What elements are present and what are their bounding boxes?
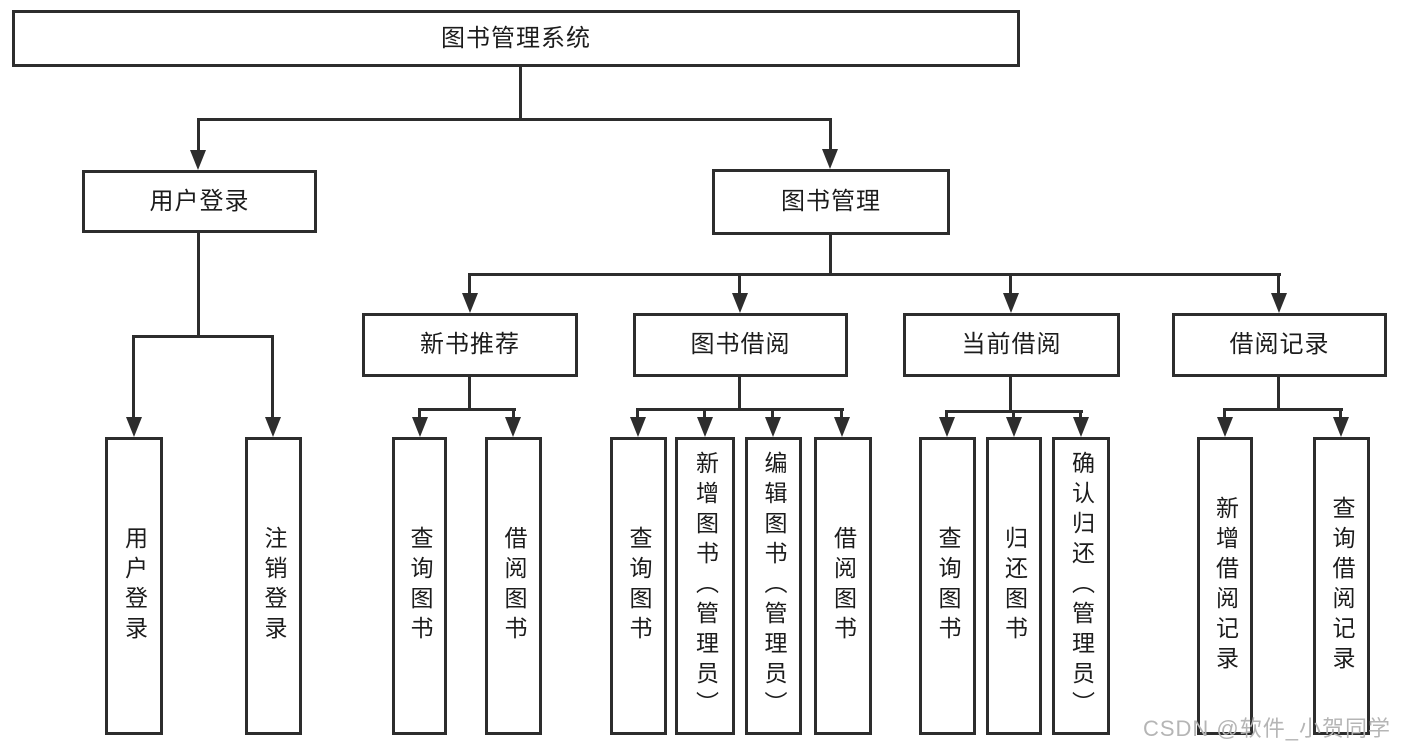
node-user-login: 用户登录 (105, 437, 163, 735)
connector-drop-bb-edit (771, 408, 774, 421)
connector-drop-bb-borrow (840, 408, 843, 421)
node-bb-edit-books-label: 编辑图书（管理员） (761, 451, 787, 721)
connector-records-trunk (1277, 377, 1280, 411)
node-nb-borrow-books-label: 借阅图书 (501, 526, 527, 646)
connector-drop-cb-confirm (1079, 410, 1082, 421)
connector-book-borrowing-branch (636, 408, 844, 411)
connector-current-trunk (1009, 377, 1012, 413)
arrowhead-logout (265, 417, 281, 437)
node-br-query-record: 查询借阅记录 (1313, 437, 1370, 735)
node-root: 图书管理系统 (12, 10, 1020, 67)
connector-drop-current-borrowing (1009, 273, 1012, 297)
connector-records-branch (1223, 408, 1343, 411)
connector-drop-nb-query (418, 408, 421, 421)
node-user-login-group: 用户登录 (82, 170, 317, 233)
connector-drop-book-borrowing (738, 273, 741, 297)
node-new-book-recommend: 新书推荐 (362, 313, 578, 377)
connector-drop-book-management (829, 118, 832, 152)
arrowhead-user-login-group (190, 150, 206, 170)
connector-user-login-trunk (197, 233, 200, 335)
connector-user-login-branch (132, 335, 274, 338)
connector-drop-user-login-group (197, 118, 200, 153)
connector-drop-bb-add (703, 408, 706, 421)
node-cb-return-books: 归还图书 (986, 437, 1042, 735)
node-book-borrowing-label: 图书借阅 (690, 331, 791, 358)
connector-drop-nb-borrow (512, 408, 515, 421)
node-bb-add-books-label: 新增图书（管理员） (692, 451, 719, 721)
node-br-add-record-label: 新增借阅记录 (1212, 496, 1239, 676)
node-cb-confirm-return: 确认归还（管理员） (1052, 437, 1110, 735)
node-bb-borrow-books-label: 借阅图书 (830, 526, 857, 646)
arrowhead-br-query (1333, 417, 1349, 437)
node-bb-query-books-label: 查询图书 (626, 526, 652, 646)
node-nb-query-books-label: 查询图书 (407, 526, 433, 646)
connector-new-book-trunk (468, 377, 471, 411)
connector-root-trunk (519, 67, 522, 118)
arrowhead-book-management (822, 149, 838, 169)
node-cb-query-books: 查询图书 (919, 437, 976, 735)
node-cb-return-books-label: 归还图书 (1001, 526, 1028, 646)
arrowhead-br-add (1217, 417, 1233, 437)
arrowhead-cb-return (1006, 417, 1022, 437)
connector-new-book-branch (418, 408, 516, 411)
arrowhead-cb-query (939, 417, 955, 437)
connector-drop-logout (271, 335, 274, 420)
node-bb-add-books: 新增图书（管理员） (675, 437, 735, 735)
arrowhead-nb-query (412, 417, 428, 437)
node-bb-borrow-books: 借阅图书 (814, 437, 872, 735)
arrowhead-user-login (126, 417, 142, 437)
arrowhead-nb-borrow (505, 417, 521, 437)
arrowhead-bb-query (630, 417, 646, 437)
arrowhead-bb-edit (765, 417, 781, 437)
connector-drop-cb-query (945, 410, 948, 421)
node-br-add-record: 新增借阅记录 (1197, 437, 1253, 735)
connector-drop-br-query (1339, 408, 1342, 421)
node-logout-label: 注销登录 (261, 526, 287, 646)
arrowhead-borrowing-records (1271, 293, 1287, 313)
connector-drop-user-login (132, 335, 135, 420)
node-root-label: 图书管理系统 (441, 24, 591, 52)
connector-drop-bb-query (636, 408, 639, 421)
connector-drop-cb-return (1012, 410, 1015, 421)
connector-level3-branch (468, 273, 1281, 276)
node-br-query-record-label: 查询借阅记录 (1329, 496, 1355, 676)
node-borrowing-records-label: 借阅记录 (1229, 331, 1330, 358)
arrowhead-bb-add (697, 417, 713, 437)
node-book-management-label: 图书管理 (781, 188, 881, 215)
node-new-book-recommend-label: 新书推荐 (420, 331, 520, 358)
arrowhead-book-borrowing (732, 293, 748, 313)
node-cb-query-books-label: 查询图书 (935, 526, 961, 646)
connector-book-borrowing-trunk (738, 377, 741, 411)
node-current-borrowing-label: 当前借阅 (961, 331, 1062, 358)
node-book-management: 图书管理 (712, 169, 950, 235)
node-bb-query-books: 查询图书 (610, 437, 667, 735)
connector-book-management-trunk (829, 235, 832, 276)
csdn-watermark: CSDN @软件_小贺同学 (1142, 716, 1391, 741)
node-cb-confirm-return-label: 确认归还（管理员） (1068, 451, 1095, 721)
node-nb-borrow-books: 借阅图书 (485, 437, 542, 735)
arrowhead-bb-borrow (834, 417, 850, 437)
node-borrowing-records: 借阅记录 (1172, 313, 1387, 377)
node-user-login-label: 用户登录 (121, 526, 148, 646)
connector-drop-br-add (1223, 408, 1226, 421)
node-current-borrowing: 当前借阅 (903, 313, 1120, 377)
connector-drop-borrowing-records (1277, 273, 1280, 297)
node-nb-query-books: 查询图书 (392, 437, 447, 735)
connector-drop-new-book-recommend (468, 273, 471, 297)
node-logout: 注销登录 (245, 437, 302, 735)
arrowhead-current-borrowing (1003, 293, 1019, 313)
node-user-login-group-label: 用户登录 (149, 187, 250, 215)
connector-level1-branch (197, 118, 832, 121)
node-bb-edit-books: 编辑图书（管理员） (745, 437, 802, 735)
arrowhead-cb-confirm (1073, 417, 1089, 437)
arrowhead-new-book-recommend (462, 293, 478, 313)
node-book-borrowing: 图书借阅 (633, 313, 848, 377)
